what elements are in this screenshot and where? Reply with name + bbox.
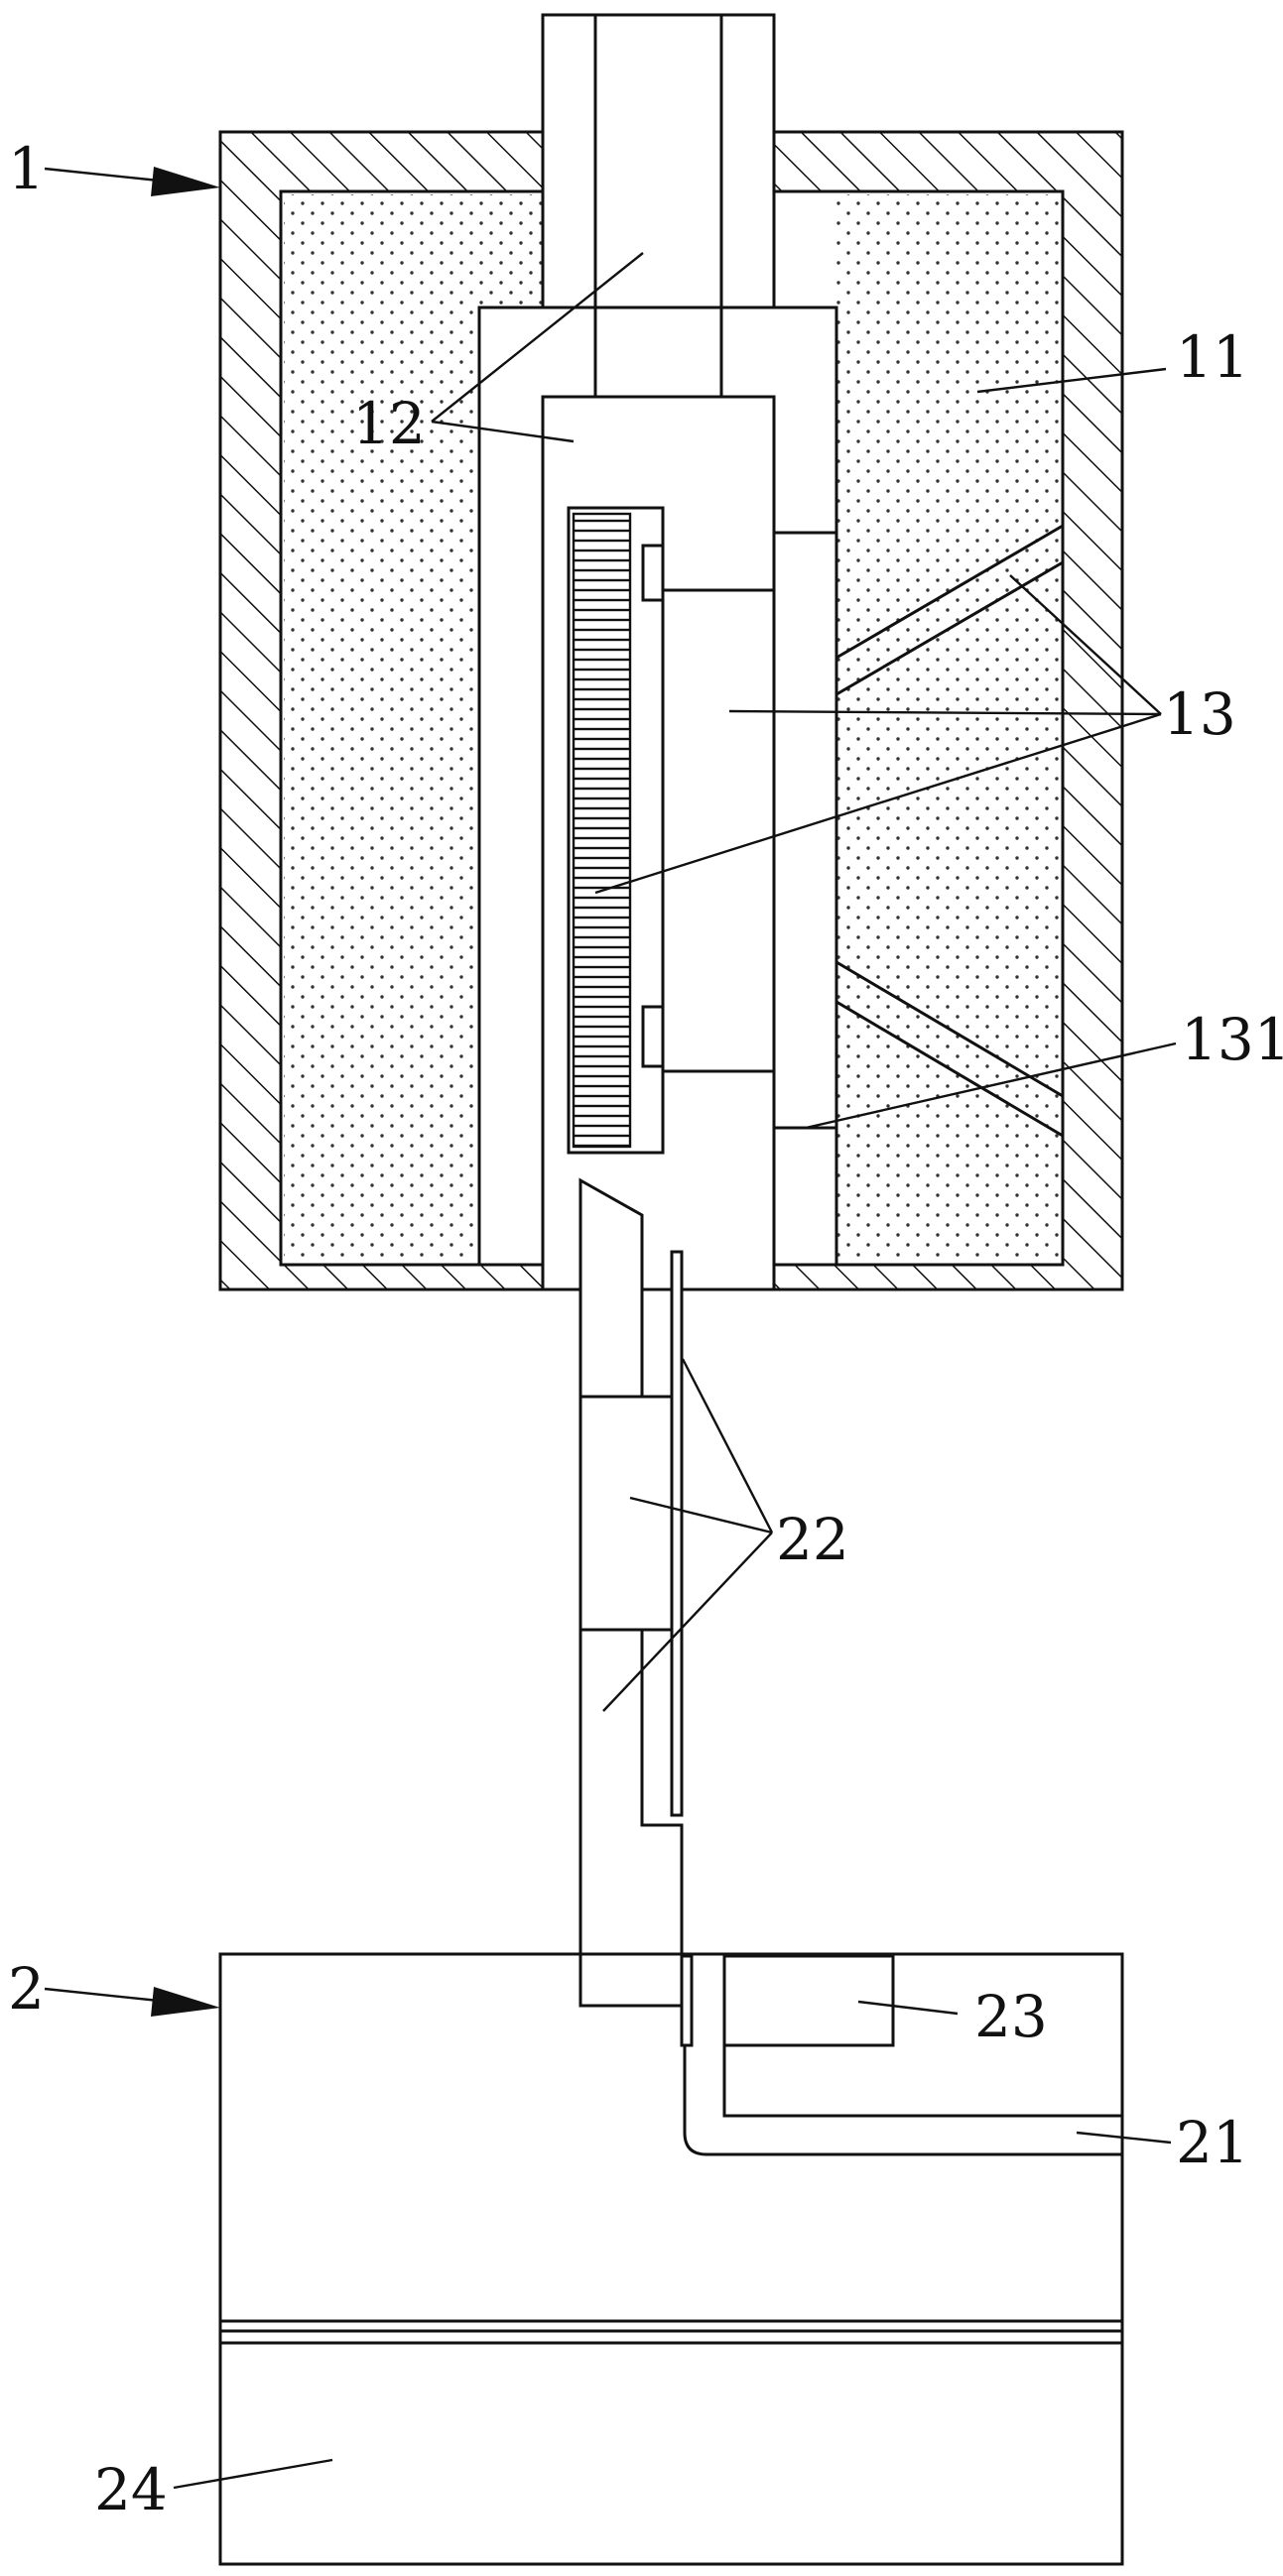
blade-assembly-22 xyxy=(578,1177,684,2008)
label-2: 2 xyxy=(8,1955,45,2023)
label-12: 12 xyxy=(352,390,426,457)
labels: 1 2 11 12 13 131 22 23 21 24 xyxy=(8,135,1283,2523)
label-23: 23 xyxy=(974,1983,1048,2050)
label-11: 11 xyxy=(1176,323,1249,391)
block-23 xyxy=(722,1954,895,2047)
label-131: 131 xyxy=(1181,1006,1283,1073)
label-22: 22 xyxy=(776,1506,849,1573)
label-13: 13 xyxy=(1163,680,1236,748)
label-21: 21 xyxy=(1176,2109,1249,2176)
base-box-2 xyxy=(218,1952,1124,2566)
label-24: 24 xyxy=(94,2456,168,2523)
rack-assembly-13 xyxy=(567,506,776,1155)
rod-12-top xyxy=(541,13,776,397)
label-1: 1 xyxy=(8,135,45,202)
side-plate-131 xyxy=(772,524,1064,1138)
leaders xyxy=(44,167,1177,2490)
